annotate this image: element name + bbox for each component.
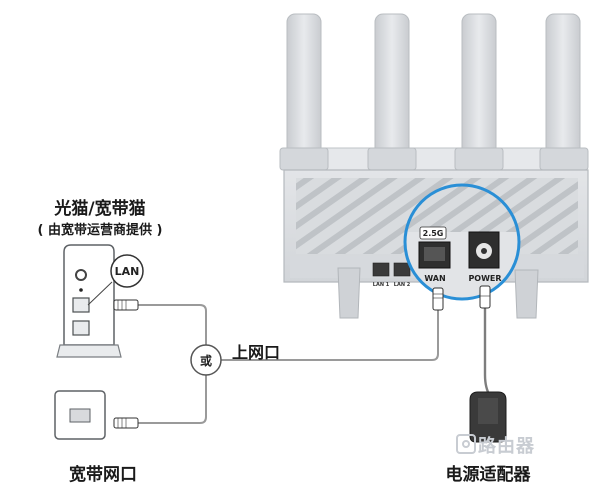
router-top-plate	[283, 147, 585, 171]
modem-stand	[56, 344, 122, 358]
cable-modem-to-junction	[136, 304, 207, 346]
modem-subtitle: ( 由宽带运营商提供 )	[37, 223, 163, 238]
power-label: POWER	[468, 274, 501, 283]
broadband-port-label: 宽带网口	[69, 465, 137, 485]
router-foot-left	[337, 267, 361, 319]
watermark-text: 路由器	[478, 436, 535, 457]
power-adapter	[469, 391, 507, 443]
modem-title: 光猫/宽带猫	[54, 199, 146, 219]
antenna-1	[286, 13, 322, 165]
or-label: 或	[200, 353, 212, 368]
watermark-logo-icon	[456, 434, 476, 454]
cable-power	[483, 303, 490, 394]
lan-callout-circle	[110, 254, 144, 288]
modem-lan-port	[72, 297, 90, 313]
rj45-plugs	[113, 285, 491, 429]
modem-body	[63, 244, 115, 346]
lan2-port	[393, 262, 411, 277]
wan-label: WAN	[424, 274, 445, 283]
lan2-label: LAN 2	[394, 282, 411, 288]
plug-wan	[432, 287, 444, 311]
plug-power	[479, 285, 491, 309]
router-foot-right	[514, 269, 539, 319]
wall-broadband-port	[54, 390, 106, 440]
speed-badge	[419, 226, 447, 240]
antenna-3	[461, 13, 497, 165]
antenna-4	[545, 13, 581, 165]
power-adapter-label: 电源适配器	[445, 465, 531, 485]
uplink-label: 上网口	[232, 343, 281, 362]
lan-callout-text: LAN	[115, 265, 140, 278]
cable-junction-to-wan	[221, 307, 439, 361]
cables	[136, 303, 490, 424]
lan1-label: LAN 1	[373, 282, 390, 288]
lan1-port	[372, 262, 390, 277]
optical-modem: LAN	[56, 244, 144, 358]
speed-badge-text: 2.5G	[423, 229, 444, 238]
or-junction: 或	[190, 344, 222, 376]
antenna-2	[374, 13, 410, 165]
cable-wall-to-junction	[136, 374, 207, 424]
